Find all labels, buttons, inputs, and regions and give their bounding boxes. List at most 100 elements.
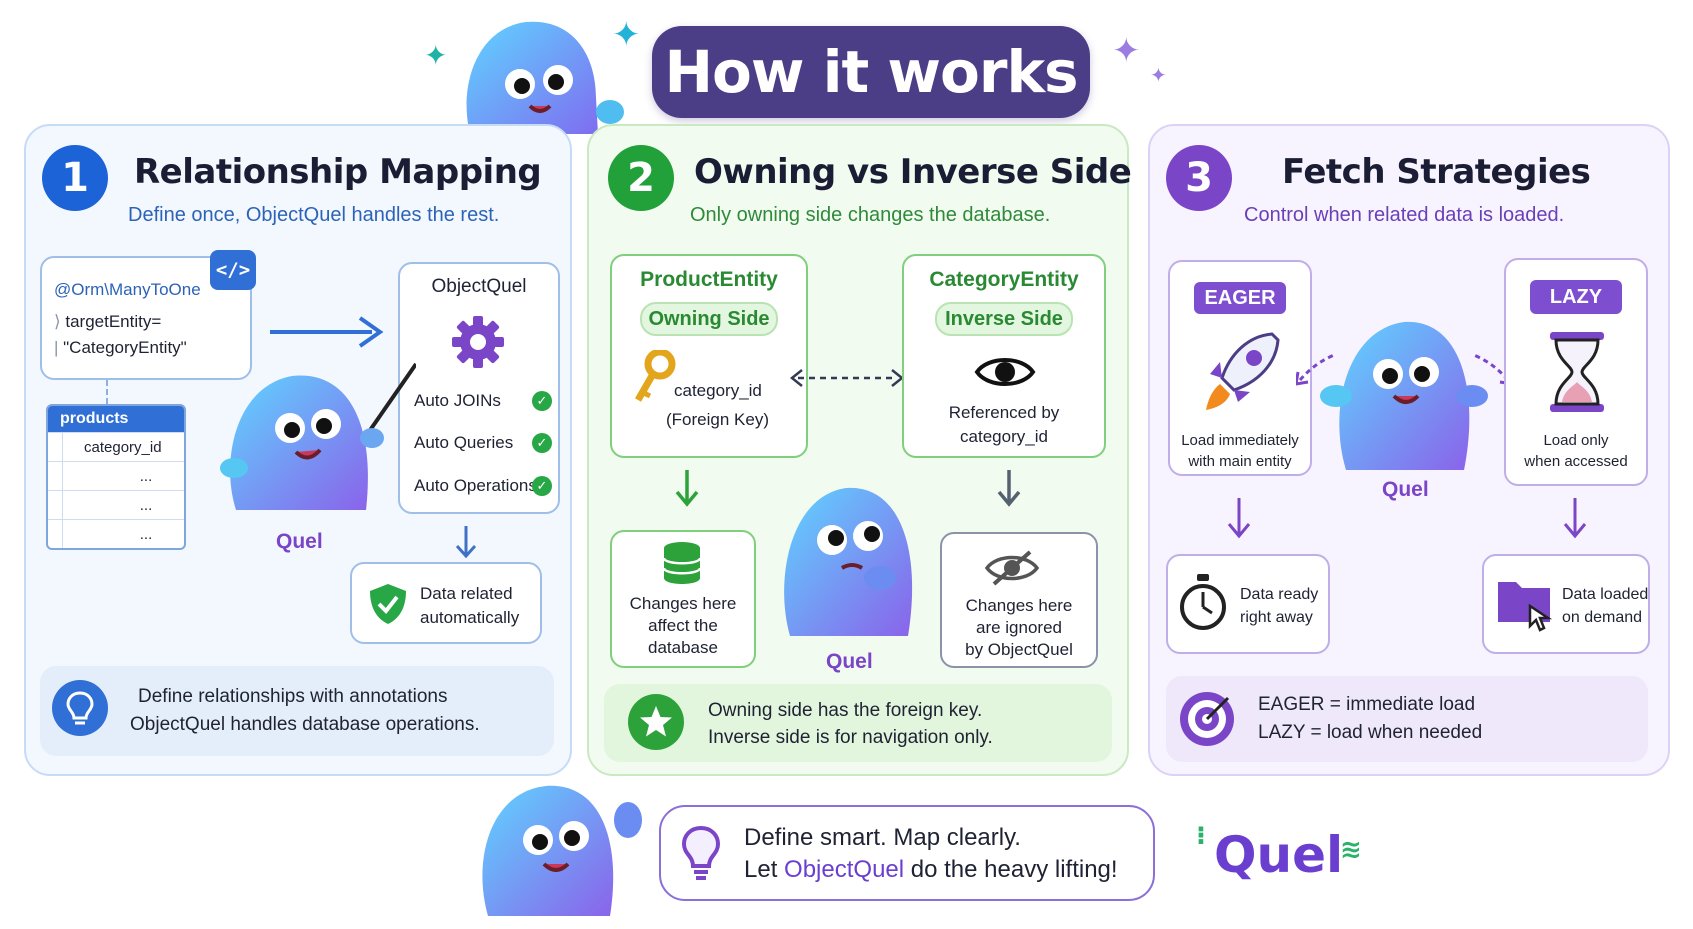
page-title: How it works — [652, 26, 1090, 118]
sparkle-icon: ✦ — [1112, 32, 1141, 70]
inverse-result-card — [940, 532, 1098, 668]
product-entity-card — [610, 254, 808, 458]
hourglass-icon — [1550, 332, 1604, 412]
feature-auto-joins: Auto JOINs — [414, 391, 501, 410]
check-icon: ✓ — [532, 433, 552, 453]
code-annotation: @Orm\ManyToOne — [54, 280, 201, 299]
sparkle-icon: ✦ — [612, 16, 641, 54]
shield-check-icon — [370, 584, 406, 624]
rocket-icon — [1206, 332, 1280, 410]
lazy-result-line-1: Data loaded — [1562, 586, 1649, 603]
mascot-label: Quel — [826, 650, 873, 673]
panel-subtitle: Control when related data is loaded. — [1244, 204, 1565, 226]
connector-line — [106, 380, 108, 404]
info-line-2: ObjectQuel handles database operations. — [130, 714, 480, 735]
category-entity-card — [902, 254, 1106, 458]
eager-result-line-1: Data ready — [1240, 586, 1319, 603]
table-row: category_id — [48, 432, 184, 461]
panel-subtitle: Only owning side changes the database. — [690, 204, 1051, 226]
category-entity-title: CategoryEntity — [929, 268, 1079, 291]
arrow-down-icon — [1227, 498, 1251, 539]
folder-icon — [1498, 582, 1553, 632]
stopwatch-icon — [1180, 574, 1226, 630]
footer-line-2: Let ObjectQuel do the heavy lifting! — [744, 856, 1118, 883]
table-row: ... — [48, 519, 184, 548]
database-icon — [662, 542, 702, 584]
step-number-2: 2 — [608, 145, 674, 211]
step-number-3: 3 — [1166, 145, 1232, 211]
category-ref-line-1: Referenced by — [948, 403, 1060, 422]
info-bar — [40, 666, 554, 756]
sparkle-icon: ⁝ — [1196, 820, 1206, 850]
product-key-note: (Foreign Key) — [666, 410, 769, 429]
code-target-key: ⟩ targetEntity= — [54, 312, 162, 331]
product-key-field: category_id — [674, 381, 762, 400]
key-icon — [634, 350, 676, 402]
lazy-result-line-2: on demand — [1562, 609, 1643, 626]
arrow-down-icon — [675, 470, 699, 507]
info-bar — [604, 684, 1112, 762]
info-line-1: EAGER = immediate load — [1258, 694, 1476, 715]
table-row: ... — [48, 490, 184, 519]
eye-icon — [974, 358, 1036, 386]
eager-tag: EAGER — [1194, 282, 1286, 314]
lazy-line-1: Load only — [1543, 432, 1609, 449]
owning-side-tag: Owning Side — [640, 302, 778, 336]
panel-title: Fetch Strategies — [1282, 152, 1591, 192]
objectquel-card — [398, 262, 560, 514]
footer-bubble — [659, 805, 1155, 901]
star-icon — [628, 694, 684, 750]
panel-subtitle: Define once, ObjectQuel handles the rest… — [128, 204, 500, 226]
check-icon: ✓ — [532, 476, 552, 496]
sparkle-icon: ✦ — [1150, 65, 1167, 87]
mascot-waving — [482, 785, 642, 916]
feature-auto-queries: Auto Queries — [414, 433, 514, 452]
arrow-down-icon — [455, 526, 477, 559]
eager-result-line-2: right away — [1240, 609, 1313, 626]
lightbulb-icon — [52, 680, 108, 736]
objectquel-title: ObjectQuel — [431, 276, 527, 297]
mascot-label: Quel — [276, 530, 323, 553]
sparkle-icon: ≋ — [1340, 834, 1362, 864]
panel-title: Owning vs Inverse Side — [694, 152, 1132, 192]
check-icon: ✓ — [532, 391, 552, 411]
product-entity-title: ProductEntity — [640, 268, 778, 291]
info-line-2: Inverse side is for navigation only. — [708, 727, 993, 748]
quel-logo: Quel — [1214, 826, 1344, 884]
gear-icon — [452, 316, 504, 368]
mascot-pointing — [220, 362, 416, 510]
lazy-line-2: when accessed — [1524, 453, 1628, 470]
inverse-result-line-3: by ObjectQuel — [965, 640, 1073, 659]
result-line-2: automatically — [420, 608, 520, 627]
panel-title: Relationship Mapping — [134, 152, 542, 192]
lazy-tag: LAZY — [1530, 280, 1622, 314]
products-table: products category_id ... ... ... — [46, 404, 186, 550]
code-target-value: | "CategoryEntity" — [54, 338, 187, 357]
table-name: products — [48, 406, 184, 432]
eye-slash-icon — [984, 550, 1040, 586]
owning-result-line-2: affect the — [648, 616, 718, 635]
sparkle-icon: ✦ — [424, 40, 448, 71]
step-number-1: 1 — [42, 145, 108, 211]
arrow-down-icon — [997, 470, 1021, 507]
inverse-result-line-2: are ignored — [975, 618, 1062, 637]
result-line-1: Data related — [420, 584, 513, 603]
objectquel-brand: ObjectQuel — [784, 856, 905, 883]
owning-result-line-3: database — [648, 638, 718, 657]
eager-line-1: Load immediately — [1181, 432, 1299, 449]
table-row: ... — [48, 461, 184, 490]
arrow-down-icon — [1563, 498, 1587, 539]
lightbulb-icon — [681, 825, 721, 880]
info-line-1: Owning side has the foreign key. — [708, 700, 983, 721]
arrow-right-icon — [270, 316, 384, 348]
footer-line-1: Define smart. Map clearly. — [744, 824, 1021, 851]
mascot-thinking — [784, 487, 913, 636]
eager-line-2: with main entity — [1188, 453, 1292, 470]
target-icon — [1180, 692, 1234, 746]
inverse-side-tag: Inverse Side — [935, 302, 1073, 336]
category-ref-line-2: category_id — [960, 427, 1048, 446]
owning-result-line-1: Changes here — [629, 594, 737, 613]
mascot-presenting — [1296, 321, 1512, 470]
info-line-2: LAZY = load when needed — [1258, 722, 1483, 743]
header-mascot — [466, 21, 624, 134]
